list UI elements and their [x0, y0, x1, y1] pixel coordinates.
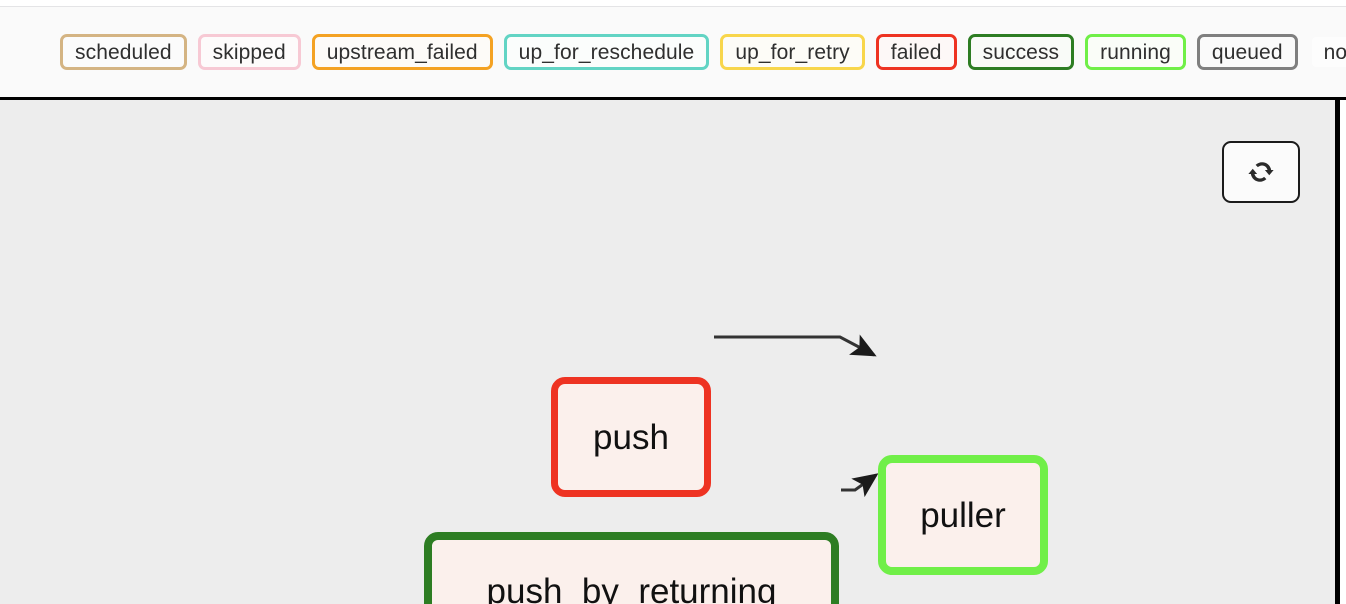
legend-chip-no_status[interactable]: no_status [1308, 34, 1346, 70]
top-divider [0, 6, 1346, 7]
legend-chip-label: upstream_failed [326, 40, 478, 64]
legend-chip-success[interactable]: success [967, 34, 1075, 70]
legend-chip-scheduled[interactable]: scheduled [60, 34, 187, 70]
legend-chip-queued[interactable]: queued [1196, 34, 1298, 70]
legend-chip-upstream_failed[interactable]: upstream_failed [311, 34, 493, 70]
legend-chip-up_for_reschedule[interactable]: up_for_reschedule [503, 34, 710, 70]
edge-push_by_returning-to-puller [841, 473, 879, 498]
legend-chip-failed[interactable]: failed [875, 34, 957, 70]
task-node-push_by_returning[interactable]: push_by_returning [424, 532, 839, 604]
task-node-push[interactable]: push [551, 377, 711, 497]
legend-chip-running[interactable]: running [1085, 34, 1186, 70]
legend-chip-up_for_retry[interactable]: up_for_retry [720, 34, 865, 70]
legend-chip-label: no_status [1323, 40, 1346, 64]
task-node-label: puller [920, 495, 1006, 535]
refresh-button[interactable] [1222, 141, 1300, 203]
status-legend-bar: scheduled skipped upstream_failed up_for… [0, 7, 1346, 100]
graph-canvas[interactable]: push push_by_returning puller [0, 100, 1340, 604]
legend-chip-label: failed [890, 40, 942, 64]
refresh-icon [1246, 157, 1276, 187]
task-node-puller[interactable]: puller [878, 455, 1048, 575]
legend-chip-label: up_for_retry [735, 40, 850, 64]
legend-chip-skipped[interactable]: skipped [197, 34, 301, 70]
legend-chip-label: running [1100, 40, 1171, 64]
legend-chip-label: queued [1211, 40, 1283, 64]
legend-chip-label: success [982, 40, 1060, 64]
legend-chip-label: up_for_reschedule [518, 40, 695, 64]
task-node-label: push_by_returning [486, 571, 777, 604]
edge-push-to-puller [714, 334, 877, 357]
task-node-label: push [593, 417, 669, 457]
legend-chip-label: scheduled [75, 40, 172, 64]
graph-edges-layer [714, 334, 879, 498]
legend-chip-label: skipped [212, 40, 286, 64]
